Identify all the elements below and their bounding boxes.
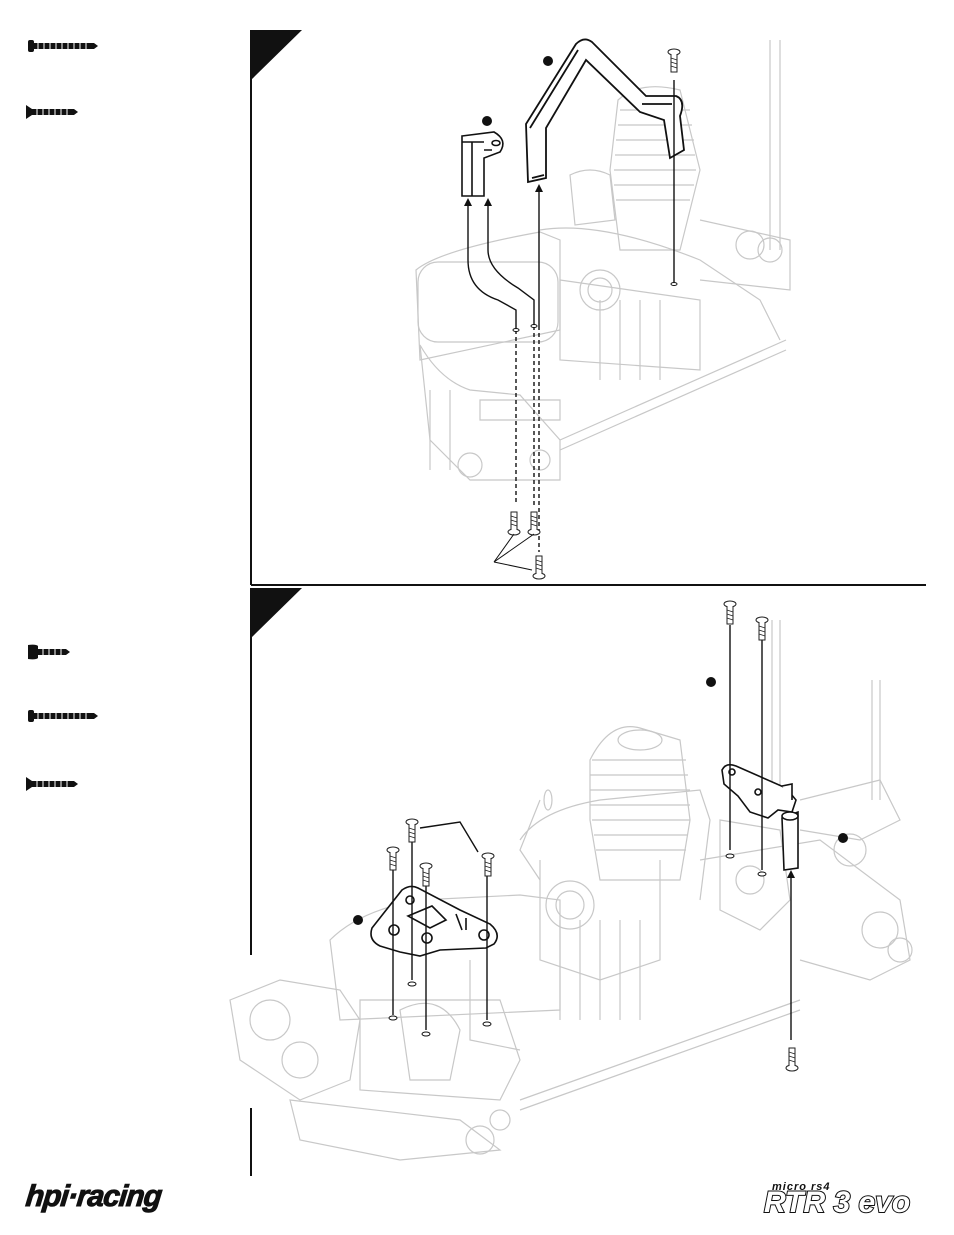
long-button-screw-icon bbox=[27, 709, 99, 723]
hpi-racing-logo: hpi·racing bbox=[24, 1180, 163, 1214]
panel-frame bbox=[250, 30, 926, 1176]
step-tab-1 bbox=[251, 30, 302, 80]
screw-top-1 bbox=[667, 48, 681, 73]
step-tab-2 bbox=[251, 588, 302, 638]
screw-top-2a bbox=[723, 600, 737, 625]
roll-bar bbox=[525, 38, 685, 184]
rtr3evo-logo: RTR 3 evo bbox=[763, 1185, 911, 1220]
screw-top-2b bbox=[755, 616, 769, 641]
screw-bottom-1a bbox=[507, 511, 521, 536]
chassis-outline-top bbox=[415, 40, 791, 481]
mount-holes bbox=[388, 282, 767, 1037]
part-bullet-b bbox=[482, 116, 492, 126]
screw-top-2f bbox=[481, 852, 495, 877]
screw-bottom-2 bbox=[785, 1047, 799, 1072]
front-upper-plate bbox=[370, 885, 498, 957]
assembly-arrows-2 bbox=[392, 625, 792, 1040]
button-screw-icon bbox=[27, 644, 71, 660]
rear-body-mount bbox=[721, 763, 799, 871]
screw-top-2c bbox=[405, 818, 419, 843]
part-bullet-d bbox=[706, 677, 716, 687]
part-bullet-c bbox=[353, 915, 363, 925]
screw-top-2d bbox=[386, 846, 400, 871]
screw-bottom-1b bbox=[527, 511, 541, 536]
flat-screw-icon bbox=[25, 776, 79, 792]
screw-bottom-1c bbox=[532, 555, 546, 580]
body-post-mount bbox=[461, 131, 504, 197]
long-screw-icon bbox=[27, 39, 99, 53]
screw-top-2e bbox=[419, 862, 433, 887]
callout-lines-1 bbox=[493, 533, 535, 571]
arrowheads-2 bbox=[787, 870, 795, 878]
arrowheads-1 bbox=[464, 184, 543, 206]
short-flat-screw-icon bbox=[25, 104, 79, 120]
chassis-outline-bottom bbox=[229, 620, 913, 1161]
part-bullet-a bbox=[543, 56, 553, 66]
part-bullet-e bbox=[838, 833, 848, 843]
micro-rs4-logo-small: micro rs4 bbox=[772, 1181, 831, 1193]
assembly-arrows-1 bbox=[467, 80, 675, 552]
